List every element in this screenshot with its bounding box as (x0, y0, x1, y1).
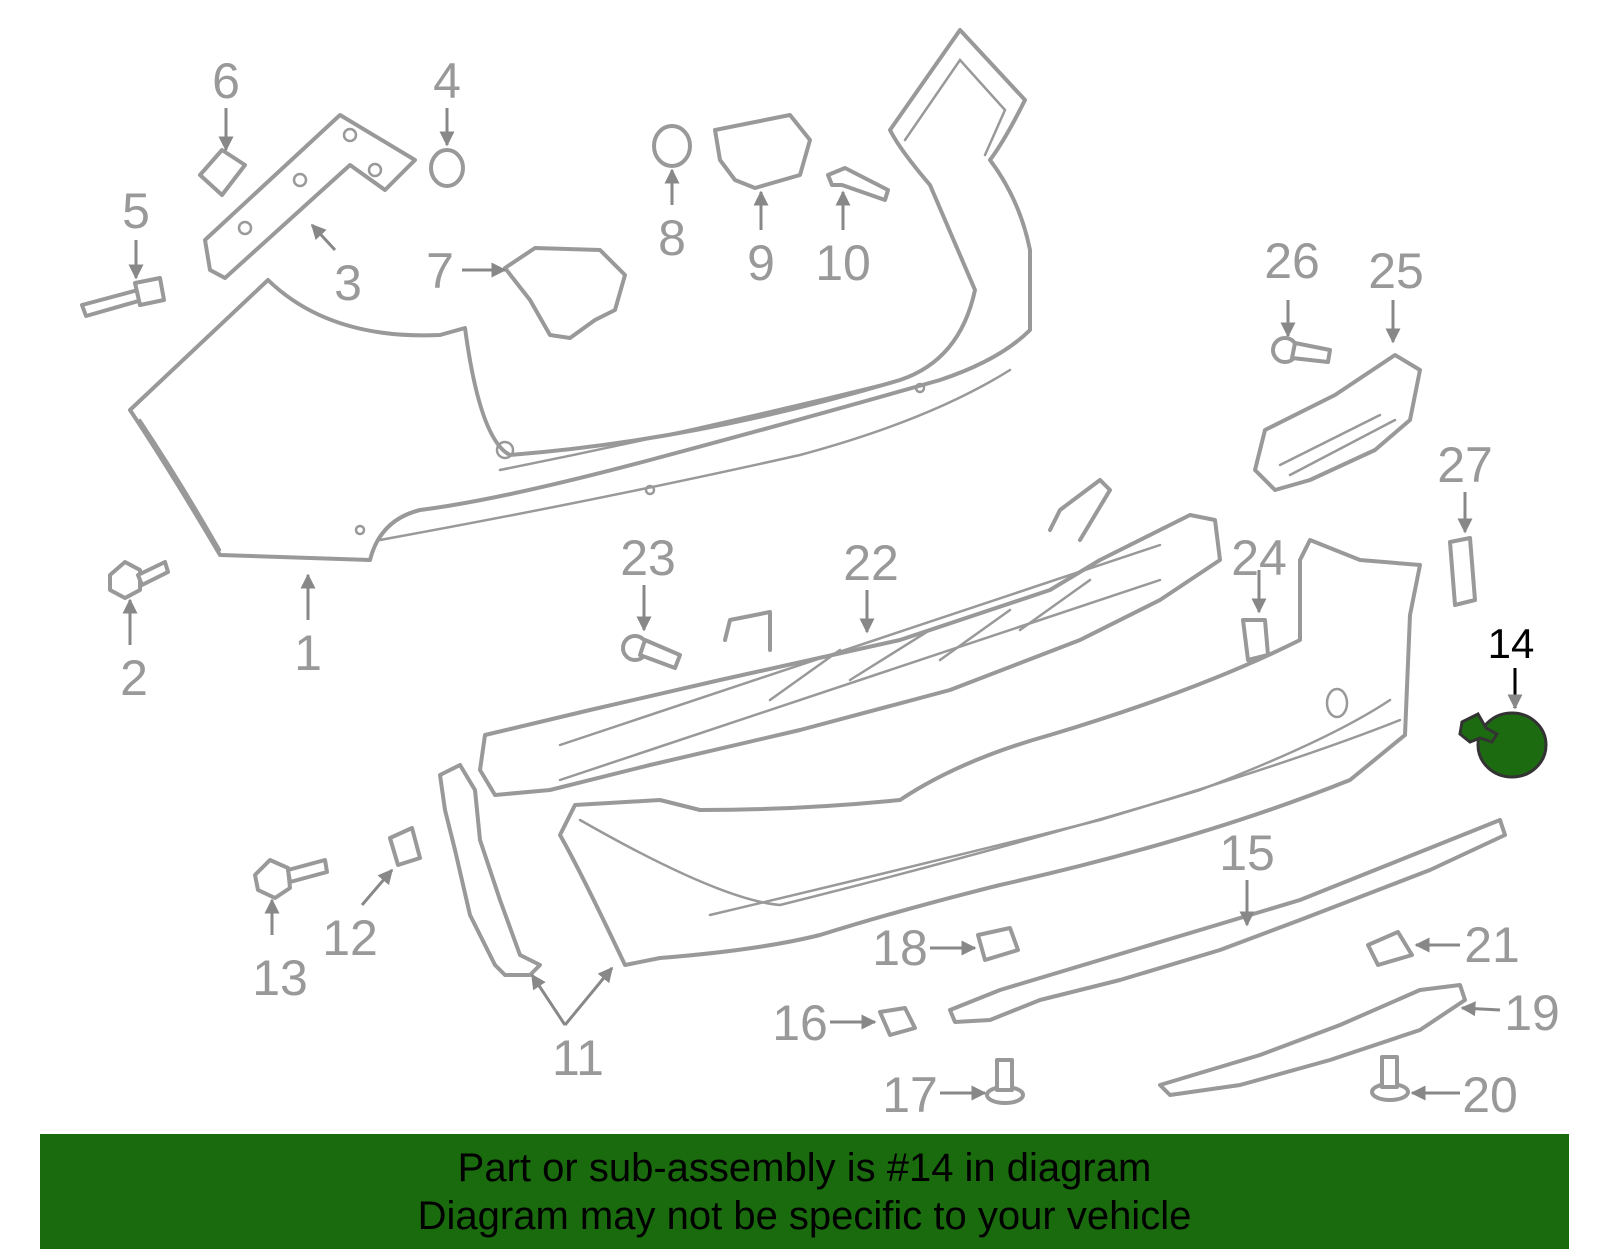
part-19-trim (1158, 983, 1467, 1097)
callout-1: 1 (294, 625, 322, 681)
part-14-highlighted-cap[interactable] (1458, 711, 1548, 779)
part-20-fastener (1370, 1055, 1410, 1102)
part-12-clip (388, 826, 422, 867)
part-4-cap (429, 148, 465, 188)
callout-10: 10 (815, 235, 871, 291)
callout-4: 4 (433, 53, 461, 109)
part-15-trim (948, 818, 1507, 1024)
callout-8: 8 (658, 210, 686, 266)
part-25-lamp (1253, 353, 1422, 492)
part-26-screw (1271, 336, 1332, 364)
part-27-clip (1448, 536, 1477, 607)
part-1-bumper-cover (128, 28, 1032, 562)
callout-24: 24 (1231, 530, 1287, 586)
callout-26: 26 (1264, 233, 1320, 289)
part-10-pin (826, 166, 890, 202)
callout-23: 23 (620, 530, 676, 586)
callout-13: 13 (252, 950, 308, 1006)
callout-9: 9 (747, 235, 775, 291)
part-8-cap (652, 124, 692, 168)
callout-3: 3 (334, 255, 362, 311)
callout-12: 12 (322, 910, 378, 966)
part-11-lower-bumper (438, 538, 1422, 977)
part-23-screw (621, 634, 682, 670)
part-7-bracket (503, 246, 627, 340)
callout-5: 5 (122, 183, 150, 239)
callout-14: 14 (1488, 620, 1535, 667)
info-banner: Part or sub-assembly is #14 in diagram D… (40, 1134, 1569, 1249)
callout-20: 20 (1462, 1067, 1518, 1123)
part-6-clip (198, 148, 247, 197)
part-24-nut (1241, 618, 1270, 662)
callout-7: 7 (426, 243, 454, 299)
callout-25: 25 (1368, 243, 1424, 299)
callout-11: 11 (552, 1030, 604, 1086)
part-13-bolt (253, 858, 329, 900)
callout-15: 15 (1219, 825, 1275, 881)
callout-16: 16 (772, 995, 828, 1051)
callout-17: 17 (882, 1067, 938, 1123)
callout-19: 19 (1504, 985, 1560, 1041)
leader-arrows (122, 108, 1523, 1101)
part-5-bolt (80, 276, 166, 318)
part-22-energy-absorber (478, 478, 1222, 797)
part-9-latch (713, 113, 812, 190)
part-17-fastener (985, 1058, 1025, 1105)
part-3-bracket (203, 113, 417, 280)
part-16-clip (878, 1006, 917, 1037)
callout-18: 18 (872, 920, 928, 976)
part-21-clip (1366, 930, 1414, 967)
callout-2: 2 (120, 650, 148, 706)
callout-27: 27 (1437, 437, 1493, 493)
callout-6: 6 (212, 53, 240, 109)
callout-21: 21 (1464, 917, 1520, 973)
callout-22: 22 (843, 535, 899, 591)
part-2-bolt (108, 560, 170, 600)
banner-line-part-number: Part or sub-assembly is #14 in diagram (457, 1145, 1152, 1190)
part-18-clip (976, 926, 1020, 962)
banner-line-disclaimer: Diagram may not be specific to your vehi… (417, 1193, 1192, 1238)
